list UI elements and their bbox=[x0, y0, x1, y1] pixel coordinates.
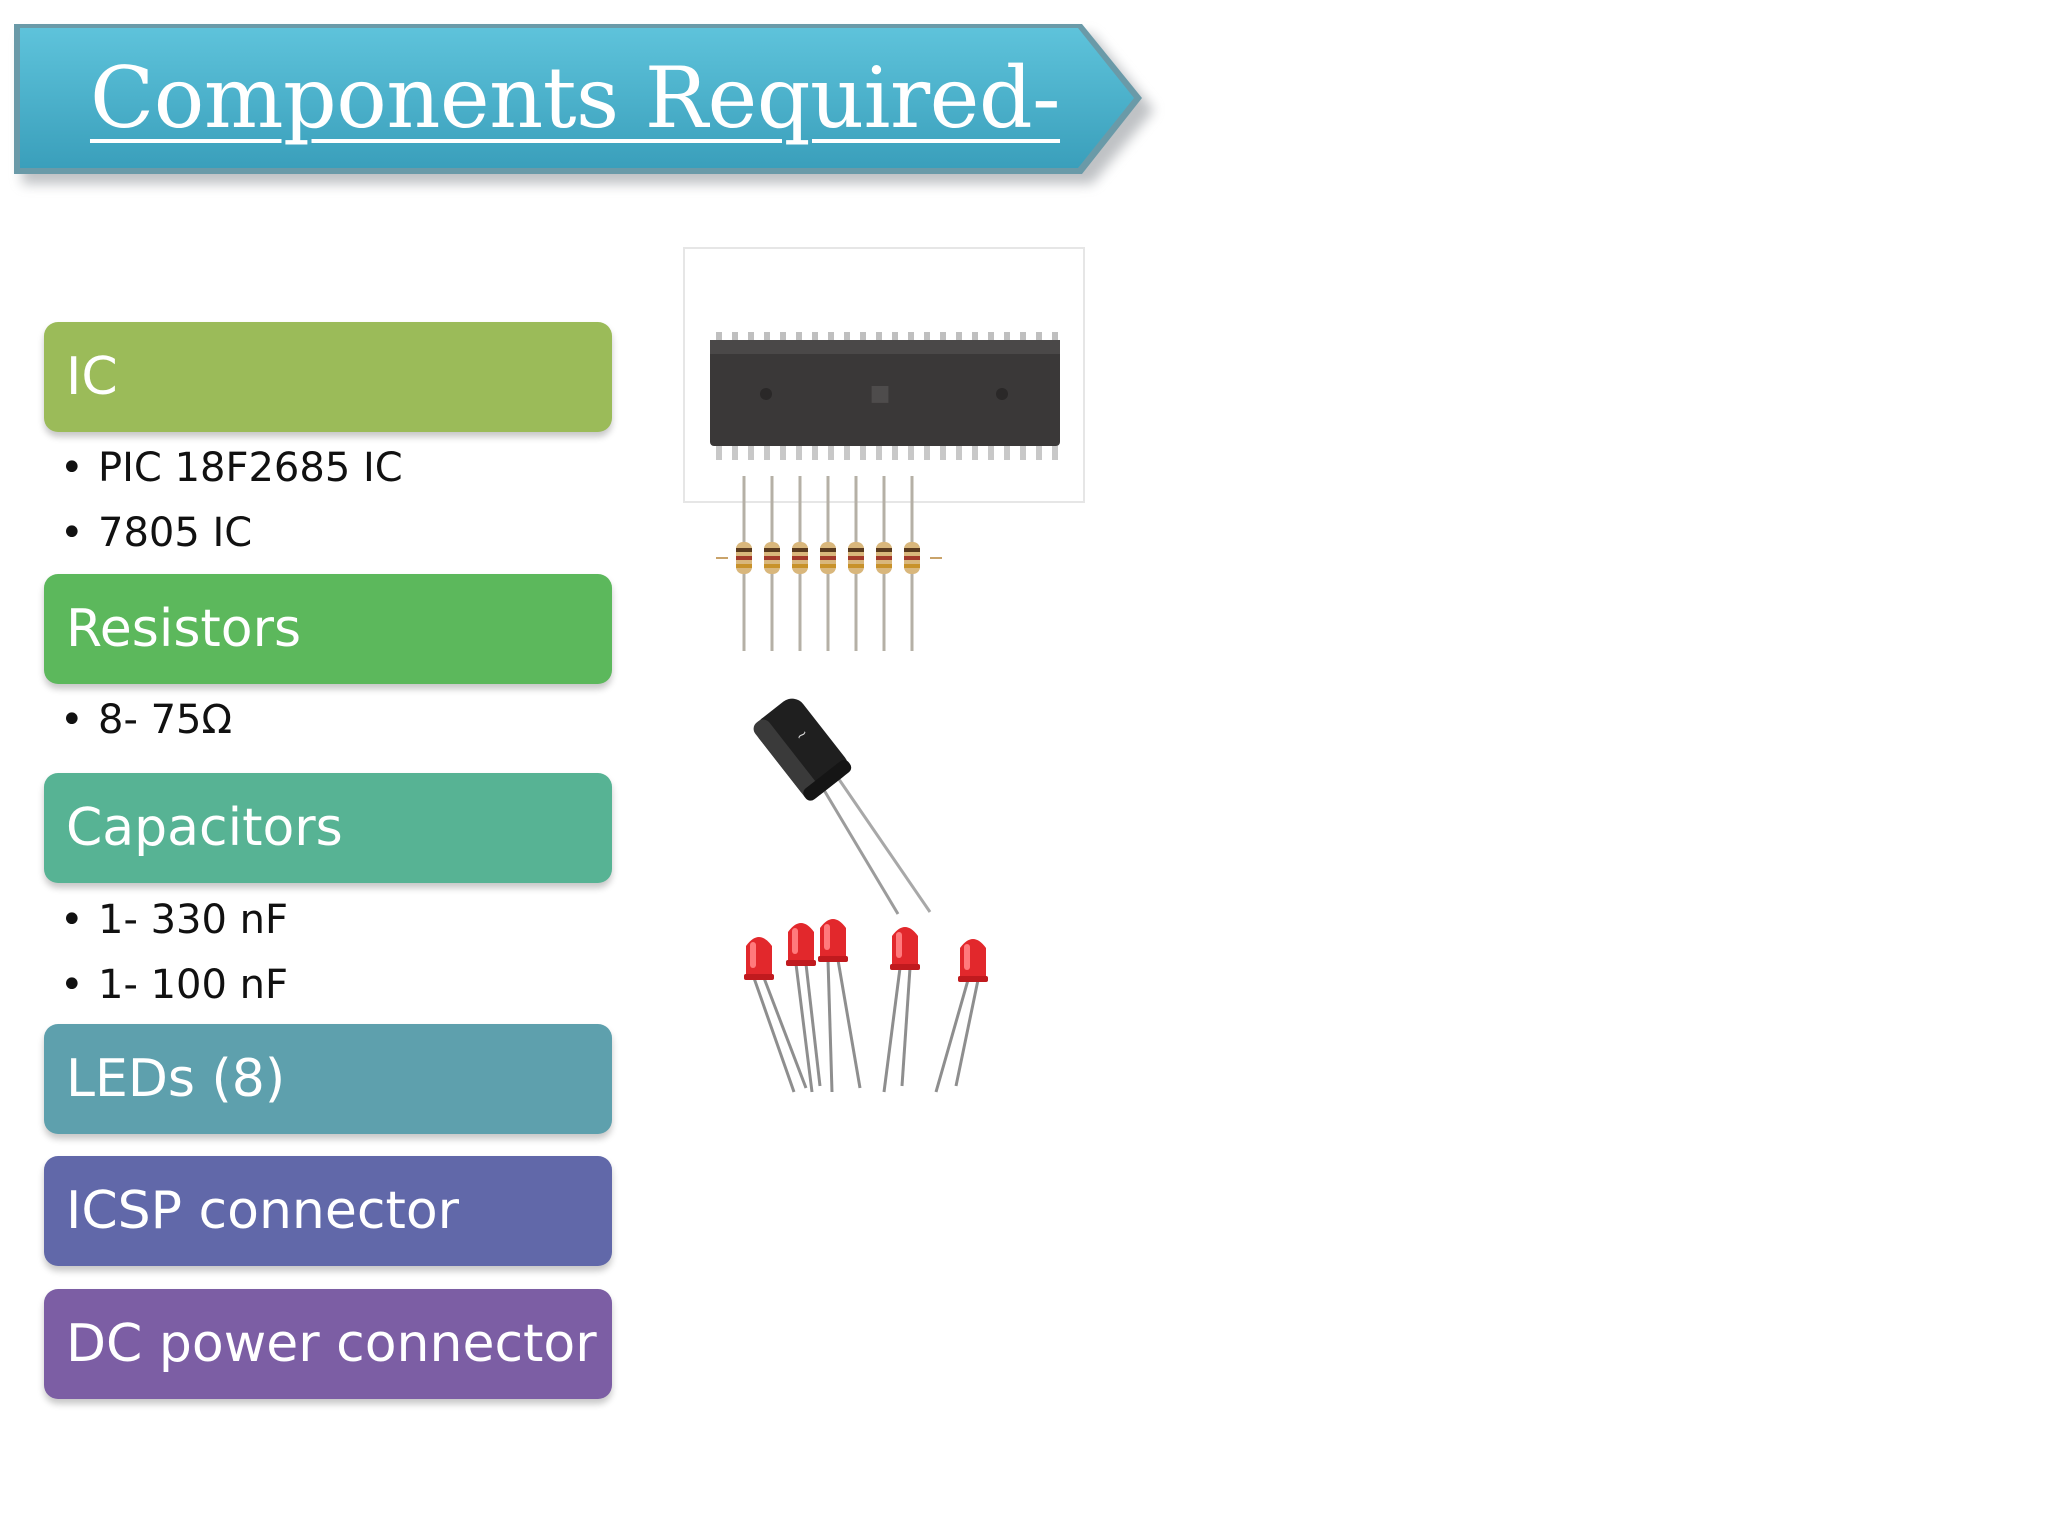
list-item-capacitor-100: • 1- 100 nF bbox=[60, 955, 288, 1015]
list-item-text: 1- 100 nF bbox=[98, 962, 289, 1008]
bullet: • bbox=[60, 962, 84, 1008]
category-leds: LEDs (8) bbox=[44, 1024, 612, 1134]
category-capacitors: Capacitors bbox=[44, 773, 612, 883]
bullet: • bbox=[60, 510, 84, 556]
list-item-7805-ic: • 7805 IC bbox=[60, 503, 252, 563]
bullet: • bbox=[60, 445, 84, 491]
page-title: Components Required- bbox=[89, 49, 1061, 147]
leds-image bbox=[724, 916, 1014, 1096]
category-ic: IC bbox=[44, 322, 612, 432]
bullet: • bbox=[60, 897, 84, 943]
list-item-resistors: • 8- 75Ω bbox=[60, 690, 232, 750]
banner-arrow-shape bbox=[14, 24, 1154, 184]
category-resistors: Resistors bbox=[44, 574, 612, 684]
list-item-text: 7805 IC bbox=[98, 510, 253, 556]
resistors-image bbox=[712, 476, 948, 656]
list-item-capacitor-330: • 1- 330 nF bbox=[60, 890, 288, 950]
list-item-text: 8- 75Ω bbox=[98, 697, 233, 743]
list-item-text: 1- 330 nF bbox=[98, 897, 289, 943]
category-icsp-connector: ICSP connector bbox=[44, 1156, 612, 1266]
title-banner: Components Required- bbox=[10, 14, 1158, 184]
svg-text:■: ■ bbox=[870, 381, 891, 406]
capacitor-image: ~ bbox=[730, 692, 950, 922]
ic-chip-image: ■ bbox=[683, 247, 1085, 503]
bullet: • bbox=[60, 697, 84, 743]
list-item-pic-ic: • PIC 18F2685 IC bbox=[60, 438, 403, 498]
category-dc-power-connector: DC power connector bbox=[44, 1289, 612, 1399]
list-item-text: PIC 18F2685 IC bbox=[98, 445, 403, 491]
